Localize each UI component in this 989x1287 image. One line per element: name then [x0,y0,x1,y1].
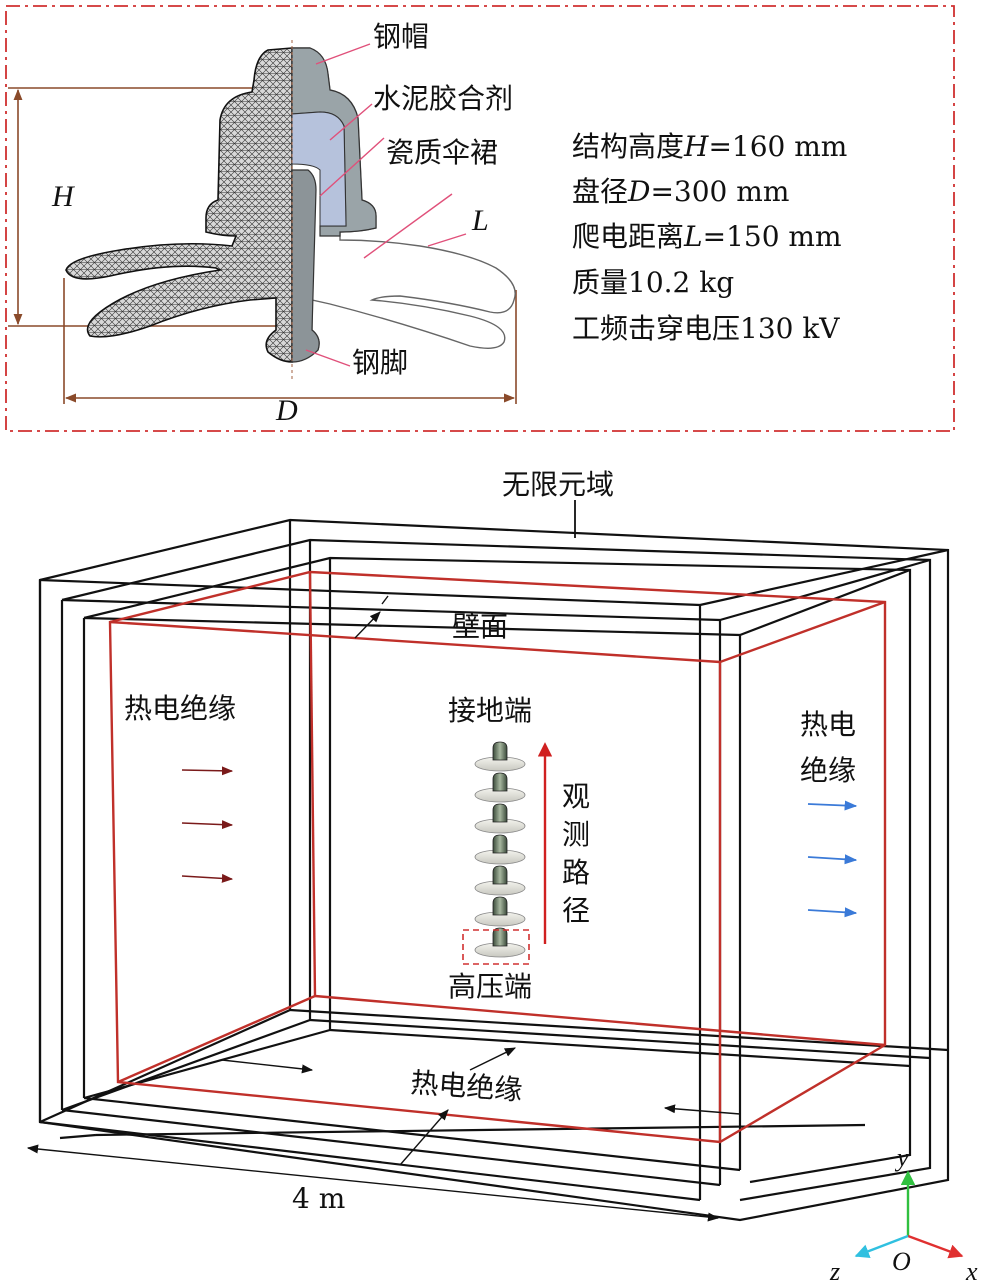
label-insulation-left: 热电绝缘 [124,692,236,725]
spec-height: 结构高度H=160 mm [572,130,847,163]
disc-cap [492,803,508,823]
insulator-section-half [291,40,516,380]
leader-steel-pin [305,349,351,367]
infinite-element-box-outer [38,518,950,1222]
label-dim-L: L [471,204,489,237]
label-axis-x: x [965,1257,978,1286]
wall-boundary [108,570,887,1144]
x-axis [907,1234,964,1259]
left-insulation-arrows [181,766,234,883]
insulator-mesh-half [65,47,293,363]
leader-cement [329,103,373,141]
disc-cap [492,927,508,947]
label-infinite-domain: 无限元域 [502,468,614,501]
label-dim-H: H [51,180,76,213]
label-ground-end: 接地端 [448,694,532,727]
detail-frame [5,5,955,432]
disc-cap [492,772,508,792]
insulator-disc-unit [474,834,526,865]
label-porcelain-shed: 瓷质伞裙 [386,136,498,169]
disc-cap [492,865,508,885]
spec-breakdown: 工频击穿电压130 kV [572,312,840,345]
simulation-domain-panel: 无限元域 壁面 热电绝缘 热电 绝缘 热电绝缘 接地端 高压端 观 测 路 径 … [26,468,978,1286]
right-insulation-arrows [807,800,858,918]
label-axis-y: y [894,1143,909,1172]
label-origin: O [892,1247,911,1276]
disc-cap [492,896,508,916]
insulator-string [474,741,526,958]
spec-list: 结构高度H=160 mm 盘径D=300 mm 爬电距离L=150 mm 质量1… [572,130,847,345]
observation-char-4: 径 [562,894,590,927]
disc-cap [492,741,508,761]
coordinate-axes: y x z O [829,1143,978,1286]
insulator-disc-unit [474,741,526,772]
label-insulation-right-1: 热电 [800,708,856,741]
label-insulation-right-2: 绝缘 [800,754,856,787]
label-cement: 水泥胶合剂 [373,82,513,115]
observation-char-3: 路 [562,856,590,889]
insulator-disc-unit [474,927,526,958]
spec-mass: 质量10.2 kg [572,266,734,299]
label-high-voltage-end: 高压端 [448,970,532,1003]
insulator-disc-unit [474,896,526,927]
leader-steel-cap [315,43,371,65]
insulator-detail-panel: 钢帽 水泥胶合剂 瓷质伞裙 钢脚 H D L 结构高度H=160 mm 盘径D=… [5,5,955,432]
leader-porcelain-2 [363,193,453,259]
label-steel-cap: 钢帽 [373,20,429,53]
leader-porcelain [319,137,385,197]
spec-diameter: 盘径D=300 mm [572,175,789,208]
insulator-disc-unit [474,772,526,803]
spec-creepage: 爬电距离L=150 mm [572,220,842,253]
disc-cap [492,834,508,854]
wall-arrows [354,595,389,639]
observation-char-2: 测 [562,818,590,851]
label-dim-D: D [275,394,298,427]
label-axis-z: z [829,1257,840,1286]
bottom-insulation-arrows [221,1047,741,1166]
dimension-D [63,278,517,404]
dimension-4m [26,1144,720,1222]
label-insulation-bottom: 热电绝缘 [410,1066,524,1107]
insulator-disc-unit [474,803,526,834]
label-dimension: 4 m [292,1182,345,1215]
leader-L [427,233,467,247]
high-voltage-highlight-box [462,929,530,965]
label-steel-pin: 钢脚 [352,346,408,379]
label-observation-path: 观 测 路 径 [562,780,590,927]
label-wall: 壁面 [452,610,508,643]
z-axis [854,1234,909,1259]
observation-char-1: 观 [562,780,590,813]
insulator-disc-unit [474,865,526,896]
